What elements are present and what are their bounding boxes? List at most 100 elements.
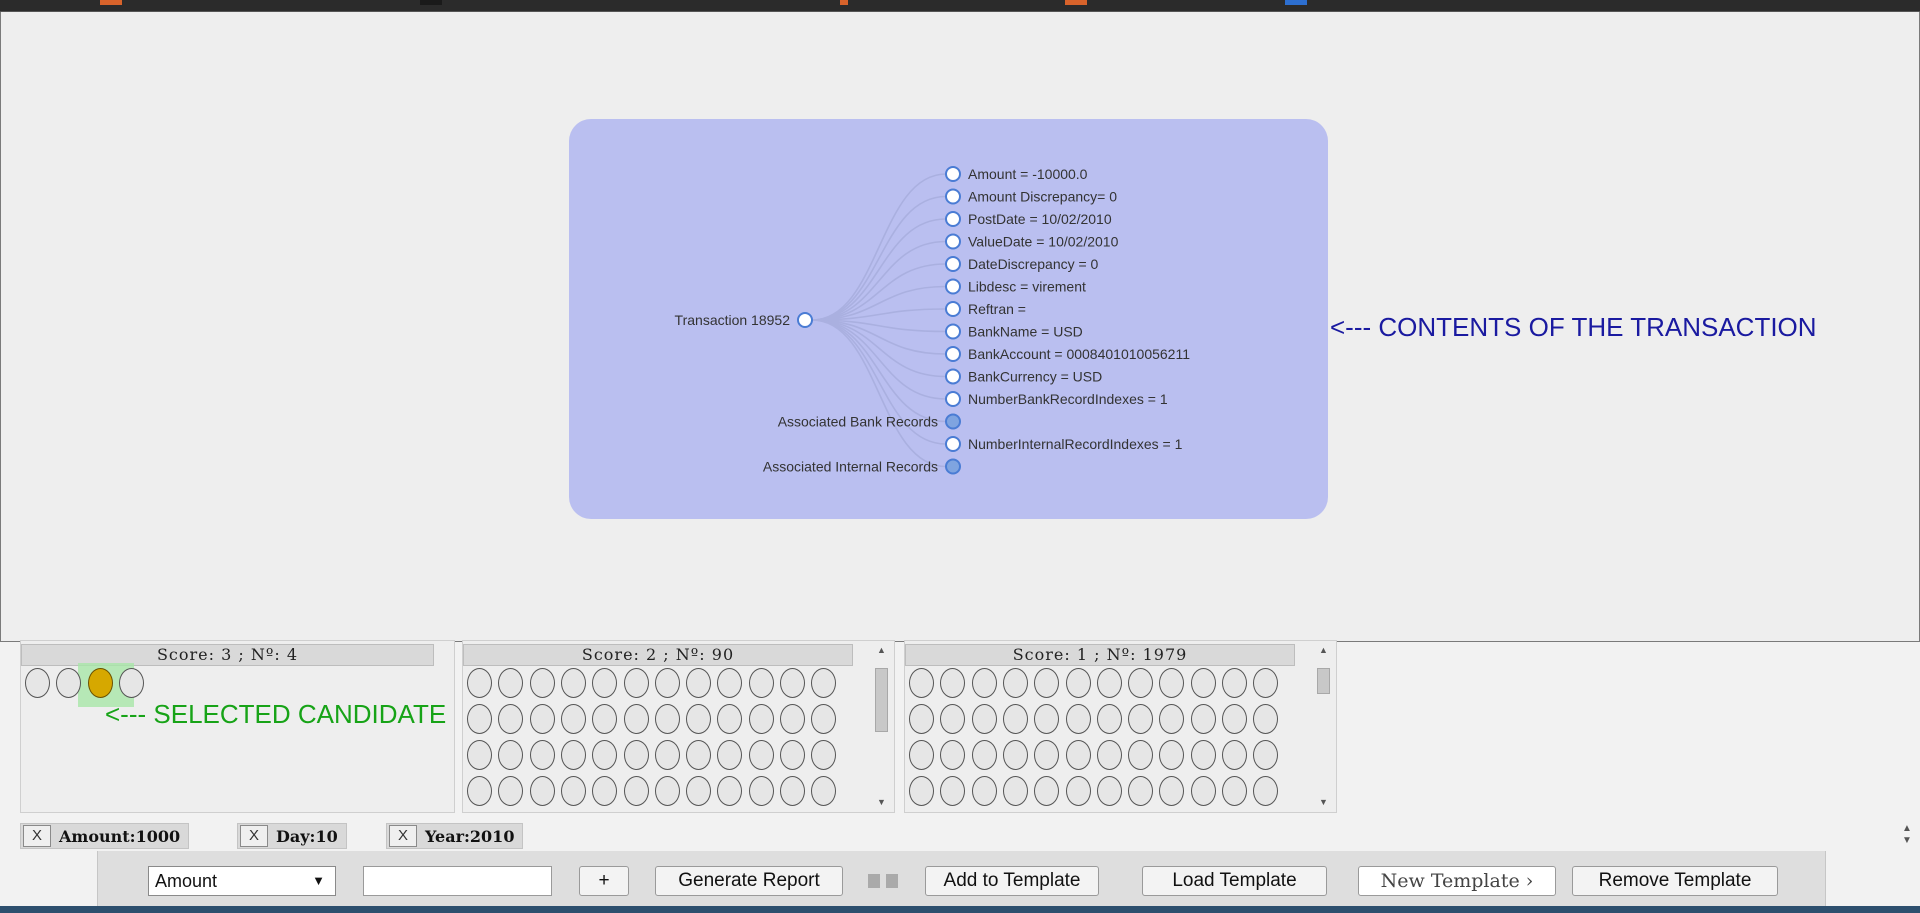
candidate-circle[interactable] xyxy=(780,668,805,698)
generate-report-button[interactable]: Generate Report xyxy=(655,866,843,896)
leaf-node[interactable] xyxy=(945,323,961,340)
candidate-circle[interactable] xyxy=(1190,776,1216,806)
candidate-circle[interactable] xyxy=(592,704,618,734)
candidate-circle[interactable] xyxy=(909,704,934,734)
candidate-circle[interactable] xyxy=(1096,704,1122,734)
page-scroll-spinner[interactable]: ▲ ▼ xyxy=(1900,823,1914,847)
candidate-circle[interactable] xyxy=(498,776,524,806)
candidate-circle[interactable] xyxy=(1002,776,1028,806)
scroll-down-icon[interactable]: ▼ xyxy=(1319,797,1328,807)
candidate-circle[interactable] xyxy=(717,740,743,770)
candidate-circle[interactable] xyxy=(498,704,524,734)
scroll-up-icon[interactable]: ▲ xyxy=(877,645,886,655)
candidate-circle[interactable] xyxy=(560,668,586,698)
candidate-circle[interactable] xyxy=(529,668,555,698)
spin-up-icon[interactable]: ▲ xyxy=(1902,823,1912,834)
candidate-circle[interactable] xyxy=(118,668,144,698)
candidate-circle[interactable] xyxy=(686,740,712,770)
candidate-circle[interactable] xyxy=(56,668,82,698)
candidate-circle[interactable] xyxy=(811,704,837,734)
candidate-circle[interactable] xyxy=(780,704,805,734)
spin-down-icon[interactable]: ▼ xyxy=(1902,835,1912,846)
candidate-circle[interactable] xyxy=(1034,740,1060,770)
leaf-node[interactable] xyxy=(945,256,961,272)
leaf-node[interactable] xyxy=(945,391,961,407)
scroll-up-icon[interactable]: ▲ xyxy=(1319,645,1328,655)
candidate-circle[interactable] xyxy=(909,740,934,770)
candidate-circle[interactable] xyxy=(1159,668,1185,698)
candidate-circle[interactable] xyxy=(654,704,680,734)
candidate-circle[interactable] xyxy=(592,740,618,770)
expandable-node[interactable] xyxy=(945,458,961,475)
candidate-circle[interactable] xyxy=(654,740,680,770)
leaf-node[interactable] xyxy=(945,301,961,317)
candidate-circle[interactable] xyxy=(780,740,805,770)
candidate-circle[interactable] xyxy=(498,740,524,770)
add-to-template-button[interactable]: Add to Template xyxy=(925,866,1099,896)
add-filter-button[interactable]: + xyxy=(579,866,629,896)
remove-template-button[interactable]: Remove Template xyxy=(1572,866,1778,896)
candidate-circle[interactable] xyxy=(780,776,805,806)
candidate-circle[interactable] xyxy=(748,776,774,806)
leaf-node[interactable] xyxy=(945,188,961,205)
candidate-circle[interactable] xyxy=(467,776,492,806)
scroll-down-icon[interactable]: ▼ xyxy=(877,797,886,807)
leaf-node[interactable] xyxy=(945,278,961,295)
candidate-circle[interactable] xyxy=(686,776,712,806)
candidate-circle[interactable] xyxy=(1159,704,1185,734)
candidate-circle[interactable] xyxy=(1096,776,1122,806)
root-node[interactable] xyxy=(797,312,813,328)
candidate-circle[interactable] xyxy=(686,668,712,698)
candidate-circle[interactable] xyxy=(1222,776,1247,806)
scrollbar[interactable]: ▲ ▼ xyxy=(873,643,890,809)
candidate-circle[interactable] xyxy=(1002,704,1028,734)
candidate-circle[interactable] xyxy=(1190,668,1216,698)
candidate-circle[interactable] xyxy=(1065,740,1091,770)
candidate-circle[interactable] xyxy=(467,704,492,734)
candidate-circle[interactable] xyxy=(1222,740,1247,770)
candidate-circle[interactable] xyxy=(529,704,555,734)
candidate-circle[interactable] xyxy=(1253,704,1279,734)
candidate-circle[interactable] xyxy=(1253,668,1279,698)
candidate-circle[interactable] xyxy=(654,776,680,806)
scroll-thumb[interactable] xyxy=(875,668,888,732)
expandable-node[interactable] xyxy=(945,413,961,430)
candidate-circle[interactable] xyxy=(1253,740,1279,770)
candidate-circle[interactable] xyxy=(623,740,649,770)
candidate-circle[interactable] xyxy=(1065,668,1091,698)
remove-filter-button[interactable]: X xyxy=(240,825,268,847)
candidate-circle[interactable] xyxy=(1128,704,1154,734)
candidate-circle[interactable] xyxy=(1065,776,1091,806)
candidate-circle[interactable] xyxy=(971,668,997,698)
candidate-circle[interactable] xyxy=(811,776,837,806)
candidate-circle[interactable] xyxy=(654,668,680,698)
candidate-circle[interactable] xyxy=(560,740,586,770)
field-select[interactable]: Amount ▼ xyxy=(148,866,336,896)
candidate-circle[interactable] xyxy=(909,668,934,698)
candidate-circle[interactable] xyxy=(1253,776,1279,806)
candidate-circle[interactable] xyxy=(748,740,774,770)
load-template-button[interactable]: Load Template xyxy=(1142,866,1327,896)
scrollbar[interactable]: ▲ ▼ xyxy=(1315,643,1332,809)
candidate-circle[interactable] xyxy=(529,776,555,806)
candidate-circle[interactable] xyxy=(1128,776,1154,806)
candidate-circle[interactable] xyxy=(1190,740,1216,770)
drag-handle-icon[interactable] xyxy=(868,874,900,888)
candidate-circle[interactable] xyxy=(971,704,997,734)
candidate-circle[interactable] xyxy=(498,668,524,698)
candidate-circle[interactable] xyxy=(1096,668,1122,698)
candidate-circle[interactable] xyxy=(971,740,997,770)
candidate-circle[interactable] xyxy=(940,776,966,806)
candidate-circle[interactable] xyxy=(1128,668,1154,698)
candidate-circle[interactable] xyxy=(1034,704,1060,734)
candidate-circle[interactable] xyxy=(1096,740,1122,770)
candidate-circle[interactable] xyxy=(717,668,743,698)
candidate-circle[interactable] xyxy=(940,668,966,698)
candidate-circle[interactable] xyxy=(717,704,743,734)
leaf-node[interactable] xyxy=(945,211,961,227)
candidate-circle[interactable] xyxy=(560,776,586,806)
candidate-circle[interactable] xyxy=(592,668,618,698)
candidate-circle[interactable] xyxy=(25,668,50,698)
new-template-button[interactable]: New Template › xyxy=(1358,866,1556,896)
